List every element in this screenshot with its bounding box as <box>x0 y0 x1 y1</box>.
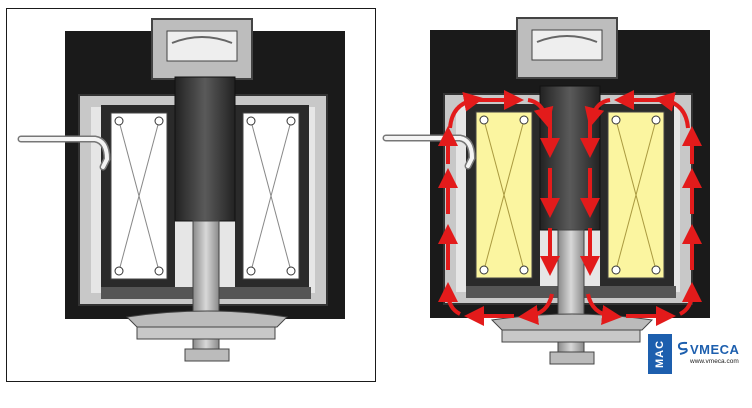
flux-arrow <box>518 293 554 325</box>
flux-arrow <box>438 282 461 316</box>
brand-url: www.vmeca.com <box>690 358 739 365</box>
plunger <box>539 85 601 231</box>
flux-arrow <box>448 91 484 129</box>
flux-arrow <box>586 293 622 325</box>
solenoid-diagram-energized <box>382 8 748 382</box>
mac-badge: MAC <box>648 334 672 374</box>
solenoid-diagram-de-energized <box>6 8 376 382</box>
swirl-icon <box>677 341 688 355</box>
solenoid-right-svg <box>382 17 710 365</box>
flux-arrow <box>527 98 554 128</box>
vmeca-logo: MAC VMECA www.vmeca.com <box>648 334 748 380</box>
flux-arrow <box>679 282 702 316</box>
brand-name: VMECA <box>690 342 740 357</box>
flux-arrow <box>654 91 690 129</box>
flux-arrow <box>584 98 611 128</box>
plunger <box>174 76 236 222</box>
flux-arrows <box>438 90 702 326</box>
solenoid-left-svg <box>17 18 345 362</box>
